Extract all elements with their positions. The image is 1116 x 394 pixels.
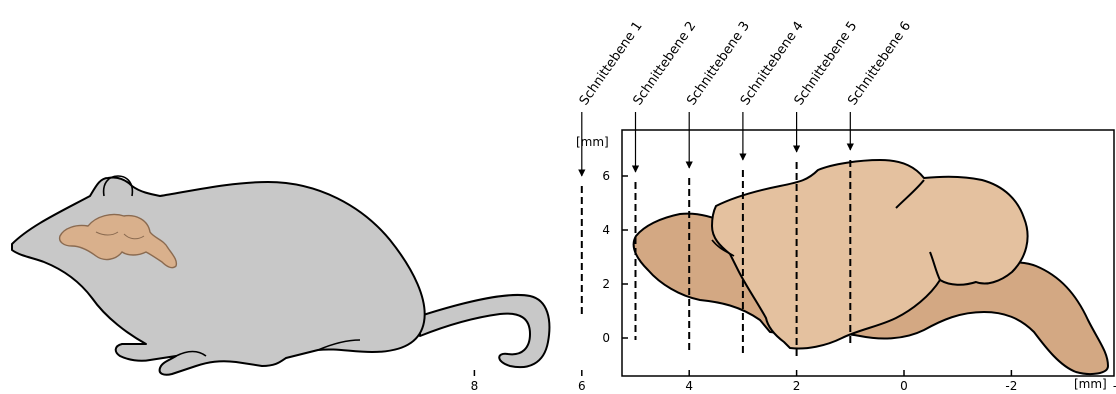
mouse-illustration <box>12 176 549 375</box>
y-axis: 0 2 4 6 <box>602 169 628 345</box>
x-tick-label: 8 <box>471 379 479 393</box>
x-tick-label: 0 <box>900 379 908 393</box>
x-tick-label: 4 <box>685 379 693 393</box>
x-tick-label: 6 <box>578 379 586 393</box>
y-tick-label: 2 <box>602 277 610 291</box>
x-tick-label: -2 <box>1005 379 1017 393</box>
y-tick-label: 4 <box>602 223 610 237</box>
x-tick-label: 2 <box>793 379 801 393</box>
y-unit-label: [mm] <box>576 135 609 149</box>
y-tick-label: 6 <box>602 169 610 183</box>
x-unit-label: [mm] <box>1074 377 1107 391</box>
mouse-tail <box>420 295 549 367</box>
y-tick-label: 0 <box>602 331 610 345</box>
mouse-body <box>12 177 425 374</box>
